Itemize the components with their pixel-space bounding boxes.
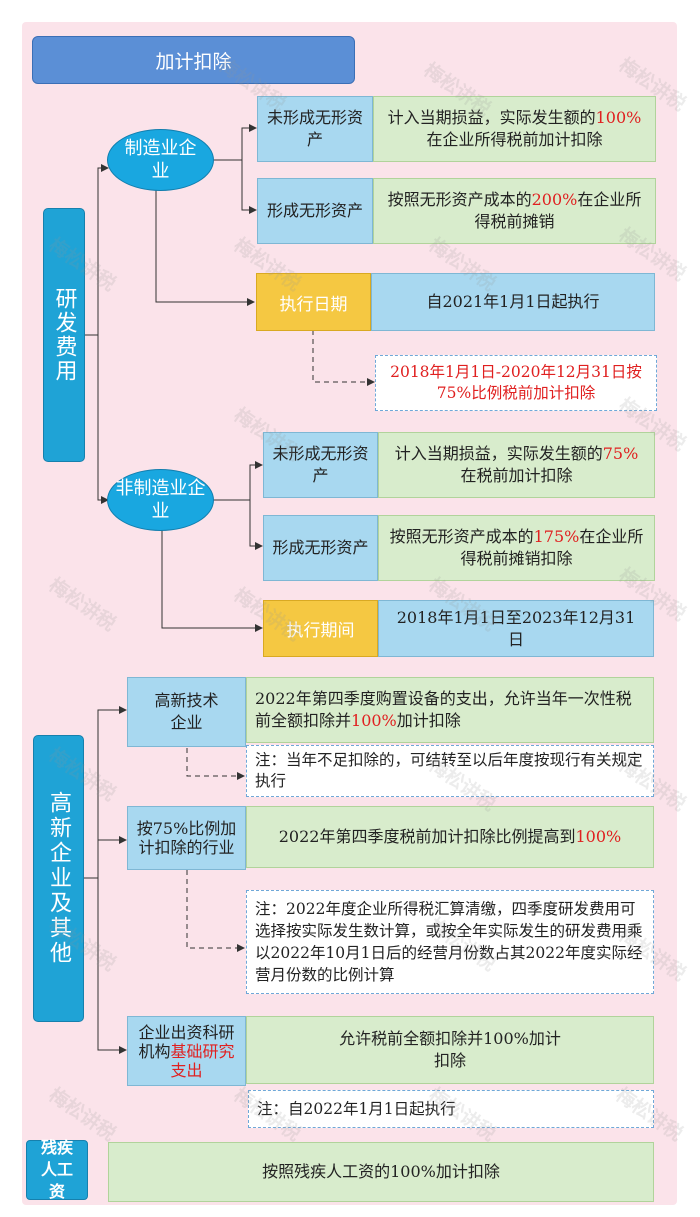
hightech-item-1-label: 高新技术企业 (127, 677, 246, 747)
type-box-nonmfg-tangible: 形成无形资产 (263, 515, 378, 581)
note-mfg-prior-rate: 2018年1月1日-2020年12月31日按75%比例税前加计扣除 (375, 355, 657, 411)
hightech-item-1-desc: 2022年第四季度购置设备的支出，允许当年一次性税前全额扣除并100%加计扣除 (246, 677, 654, 743)
category-rd-label: 研发费用 (51, 287, 77, 383)
hightech-item-3-desc: 允许税前全额扣除并100%加计扣除 (246, 1016, 654, 1084)
desc-box-mfg-tangible: 按照无形资产成本的200%在企业所得税前摊销 (373, 178, 656, 244)
category-hightech-other: 高新企业及其他 (33, 735, 84, 1022)
type-label: 未形成无形资产 (272, 444, 369, 485)
type-box-mfg-tangible: 形成无形资产 (257, 178, 373, 244)
type-label: 形成无形资产 (266, 201, 363, 220)
type-box-mfg-untangible: 未形成无形资产 (257, 96, 373, 162)
node-manufacturing: 制造业企业 (107, 129, 214, 191)
type-label: 形成无形资产 (272, 538, 369, 557)
hightech-item-1-note: 注：当年不足扣除的，可结转至以后年度按现行有关规定执行 (246, 745, 654, 797)
desc-box-nonmfg-tangible: 按照无形资产成本的175%在企业所得税前摊销扣除 (378, 515, 655, 581)
category-disabled-wage: 残疾人工资 (26, 1138, 88, 1201)
hightech-item-3-note: 注：自2022年1月1日起执行 (248, 1090, 654, 1128)
desc-box-nonmfg-untangible: 计入当期损益，实际发生额的75%在税前加计扣除 (378, 432, 655, 498)
desc-text: 按照无形资产成本的200%在企业所得税前摊销 (387, 190, 642, 231)
exec-period-label: 执行期间 (263, 600, 378, 657)
node-non-manufacturing-label: 非制造业企业 (115, 478, 206, 522)
hightech-item-2-note: 注：2022年度企业所得税汇算清缴，四季度研发费用可选择按实际发生数计算，或按全… (246, 890, 654, 994)
hightech-item-2-desc: 2022年第四季度税前加计扣除比例提高到100% (246, 806, 654, 868)
node-non-manufacturing: 非制造业企业 (107, 469, 214, 531)
exec-period-value: 2018年1月1日至2023年12月31日 (378, 600, 654, 657)
hightech-item-2-label: 按75%比例加计扣除的行业 (127, 806, 246, 870)
hightech-item-3-label: 企业出资科研机构基础研究支出 (127, 1016, 246, 1086)
page-title: 加计扣除 (32, 36, 355, 84)
disabled-wage-desc: 按照残疾人工资的100%加计扣除 (108, 1142, 654, 1202)
exec-date-value: 自2021年1月1日起执行 (371, 273, 655, 331)
desc-text: 按照无形资产成本的175%在企业所得税前摊销扣除 (389, 527, 644, 568)
desc-text: 计入当期损益，实际发生额的75%在税前加计扣除 (394, 444, 639, 485)
type-box-nonmfg-untangible: 未形成无形资产 (263, 432, 378, 498)
exec-date-label: 执行日期 (256, 273, 371, 331)
desc-box-mfg-untangible: 计入当期损益，实际发生额的100%在企业所得税前加计扣除 (373, 96, 656, 162)
type-label: 未形成无形资产 (266, 108, 363, 149)
category-rd-expense: 研发费用 (43, 208, 85, 462)
desc-text: 计入当期损益，实际发生额的100%在企业所得税前加计扣除 (387, 108, 642, 149)
node-manufacturing-label: 制造业企业 (124, 138, 197, 182)
category-hightech-label: 高新企业及其他 (46, 791, 71, 966)
